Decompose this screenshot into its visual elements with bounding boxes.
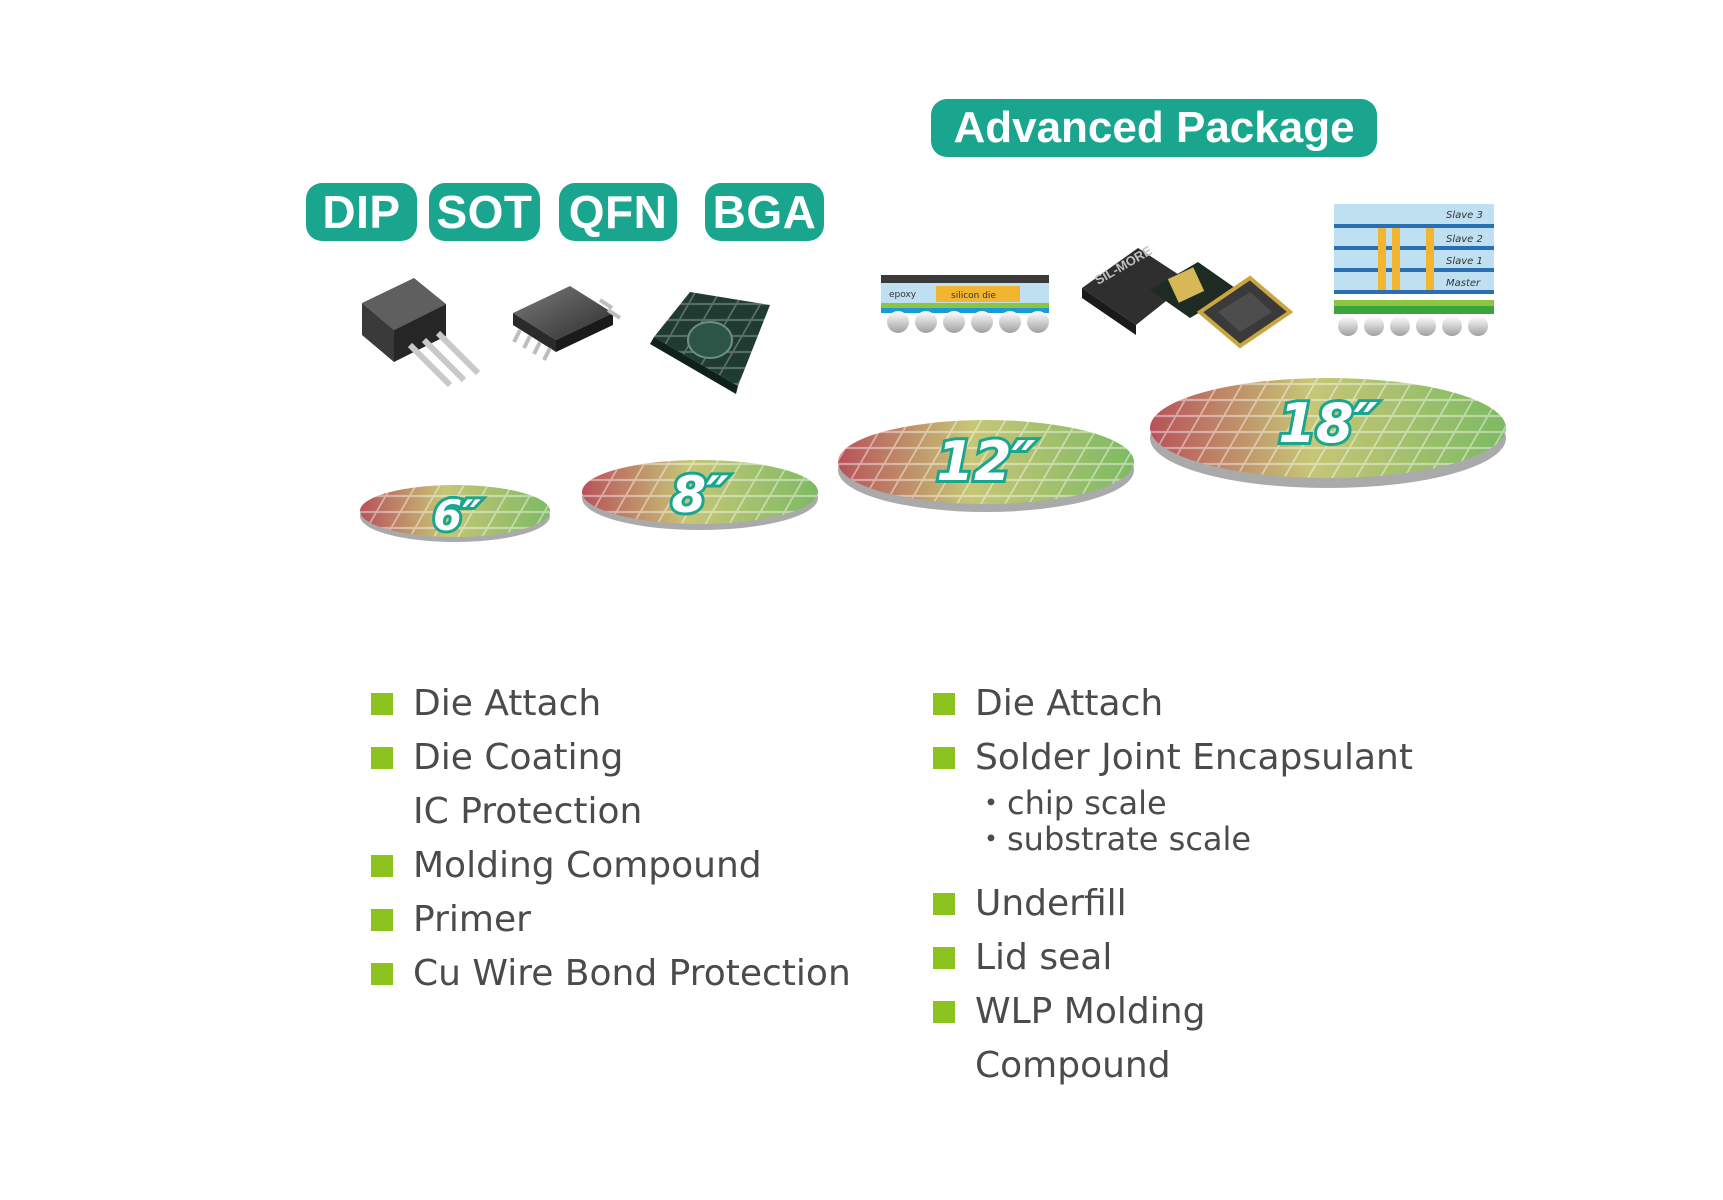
list-item-label: Cu Wire Bond Protection: [413, 953, 851, 994]
list-item-continuation: IC Protection: [413, 791, 643, 832]
wafer-6in-label: 6″: [433, 491, 481, 540]
wafer-18in-label: 18″: [1278, 392, 1377, 455]
list-item: Lid seal: [933, 931, 1413, 985]
bullet-square-icon: [371, 963, 393, 985]
master-label: Master: [1446, 278, 1481, 289]
list-item-label: Die Attach: [975, 683, 1164, 724]
sil-more-chip-icon: SIL-MORE: [1082, 243, 1294, 349]
wafer-6in-icon: [360, 485, 550, 542]
bullet-square-icon: [371, 693, 393, 715]
list-item-label: Underfill: [975, 883, 1127, 924]
bullet-square-icon: [371, 855, 393, 877]
encapsulant-sublist: ・chip scale ・substrate scale: [975, 785, 1413, 857]
list-item-label: Lid seal: [975, 937, 1113, 978]
package-illustration: epoxy silicon die SIL-MORE Slave 3 S: [360, 204, 1506, 543]
list-item: Molding Compound: [371, 839, 851, 893]
list-item-label: Die Attach: [413, 683, 602, 724]
stacked-die-icon: Slave 3 Slave 2 Slave 1 Master: [1334, 204, 1494, 336]
wafer-12in-label: 12″: [936, 430, 1035, 493]
left-application-list: Die Attach Die Coating IC Protection Mold…: [371, 677, 851, 1001]
list-item-continuation: Compound: [975, 1045, 1171, 1086]
bullet-square-icon: [933, 747, 955, 769]
list-item-label: Die Coating: [413, 737, 624, 778]
tag-sot: SOT: [429, 183, 540, 241]
wafer-8in-label: 8″: [671, 466, 729, 524]
wafer-18in-icon: [1150, 378, 1506, 488]
list-item: Die Attach: [933, 677, 1413, 731]
epoxy-label: epoxy: [889, 290, 917, 300]
tag-advanced-package: Advanced Package: [931, 99, 1377, 157]
tag-dip: DIP: [306, 183, 417, 241]
sublist-item: ・substrate scale: [975, 820, 1252, 858]
slave3-label: Slave 3: [1446, 210, 1483, 221]
bullet-square-icon: [371, 909, 393, 931]
wafer-12in-icon: [838, 420, 1134, 512]
list-item: Die Coating IC Protection: [371, 731, 851, 839]
wafer-8in-icon: [582, 460, 818, 530]
bga-chip-icon: [650, 292, 770, 394]
bullet-square-icon: [933, 893, 955, 915]
list-item: Die Attach: [371, 677, 851, 731]
list-item: Underfill: [933, 877, 1413, 931]
sot-chip-icon: [512, 286, 622, 361]
flip-chip-crosssection-icon: epoxy silicon die: [881, 275, 1049, 333]
list-item-label: WLP Molding: [975, 991, 1206, 1032]
sublist-item: ・chip scale: [975, 784, 1167, 822]
tag-qfn: QFN: [559, 183, 677, 241]
bullet-square-icon: [933, 1001, 955, 1023]
list-item-label: Solder Joint Encapsulant: [975, 737, 1413, 778]
silicon-die-label: silicon die: [951, 291, 996, 301]
list-item: Primer: [371, 893, 851, 947]
list-item: Cu Wire Bond Protection: [371, 947, 851, 1001]
slave1-label: Slave 1: [1446, 256, 1483, 267]
bullet-square-icon: [371, 747, 393, 769]
tag-bga: BGA: [705, 183, 824, 241]
slave2-label: Slave 2: [1446, 234, 1483, 245]
bullet-square-icon: [933, 947, 955, 969]
list-item-label: Primer: [413, 899, 531, 940]
list-item: Solder Joint Encapsulant ・chip scale ・su…: [933, 731, 1413, 857]
list-item-label: Molding Compound: [413, 845, 762, 886]
bullet-square-icon: [933, 693, 955, 715]
dip-chip-icon: [362, 278, 481, 388]
right-application-list: Die Attach Solder Joint Encapsulant ・chi…: [933, 677, 1413, 1093]
